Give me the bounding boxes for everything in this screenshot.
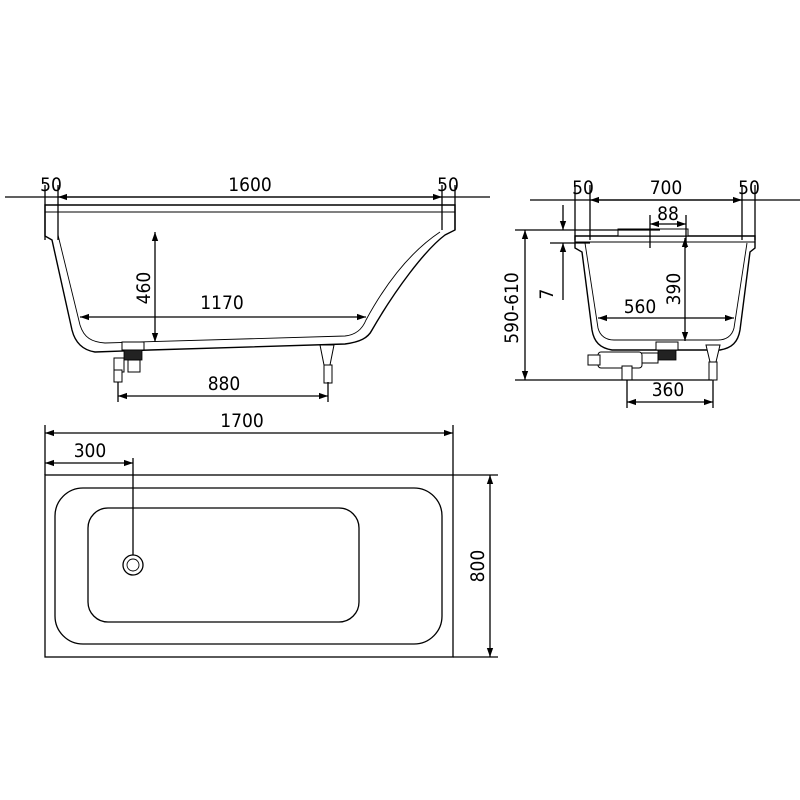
top-view: 1700 300 800 bbox=[44, 410, 498, 658]
top-view-bottom-area bbox=[87, 507, 360, 623]
side-dim-depth: 460 bbox=[133, 272, 155, 305]
side-dim-bottom-length: 1170 bbox=[200, 292, 244, 314]
side-view-foot-left bbox=[113, 369, 123, 383]
side-dim-left-rim: 50 bbox=[40, 174, 62, 196]
top-view-outer-rim bbox=[44, 474, 454, 658]
top-view-basin bbox=[54, 487, 443, 645]
side-dim-length-inner: 1600 bbox=[228, 174, 272, 196]
end-dim-overflow: 88 bbox=[657, 203, 679, 225]
end-view-overflow bbox=[617, 228, 689, 237]
end-dim-bottom-width: 560 bbox=[624, 296, 657, 318]
end-dim-offset: 7 bbox=[536, 289, 558, 300]
top-dim-width-total: 800 bbox=[467, 550, 489, 583]
side-view-tub-outline bbox=[44, 204, 456, 353]
drain-icon bbox=[122, 554, 144, 576]
end-view-inner-line bbox=[584, 242, 748, 341]
side-dim-right-rim: 50 bbox=[437, 174, 459, 196]
side-dim-feet-spacing: 880 bbox=[208, 373, 241, 395]
end-view-tub-outline bbox=[574, 235, 756, 351]
end-view: 50 700 50 88 590-610 7 390 560 360 bbox=[501, 177, 800, 408]
end-dim-left-rim: 50 bbox=[572, 177, 594, 199]
end-view-foot-right bbox=[705, 344, 721, 381]
end-dim-depth: 390 bbox=[663, 273, 685, 306]
end-dim-right-rim: 50 bbox=[738, 177, 760, 199]
end-dim-feet-spacing: 360 bbox=[652, 379, 685, 401]
end-dim-height-total: 590-610 bbox=[501, 272, 523, 343]
side-view-foot-right bbox=[319, 344, 335, 384]
side-view: 50 1600 50 460 1170 880 bbox=[5, 174, 490, 402]
end-dim-width-inner: 700 bbox=[650, 177, 683, 199]
top-dim-drain-offset: 300 bbox=[74, 440, 107, 462]
side-view-inner-line bbox=[57, 231, 441, 344]
top-dim-length-total: 1700 bbox=[220, 410, 264, 432]
end-view-drain bbox=[587, 341, 679, 381]
